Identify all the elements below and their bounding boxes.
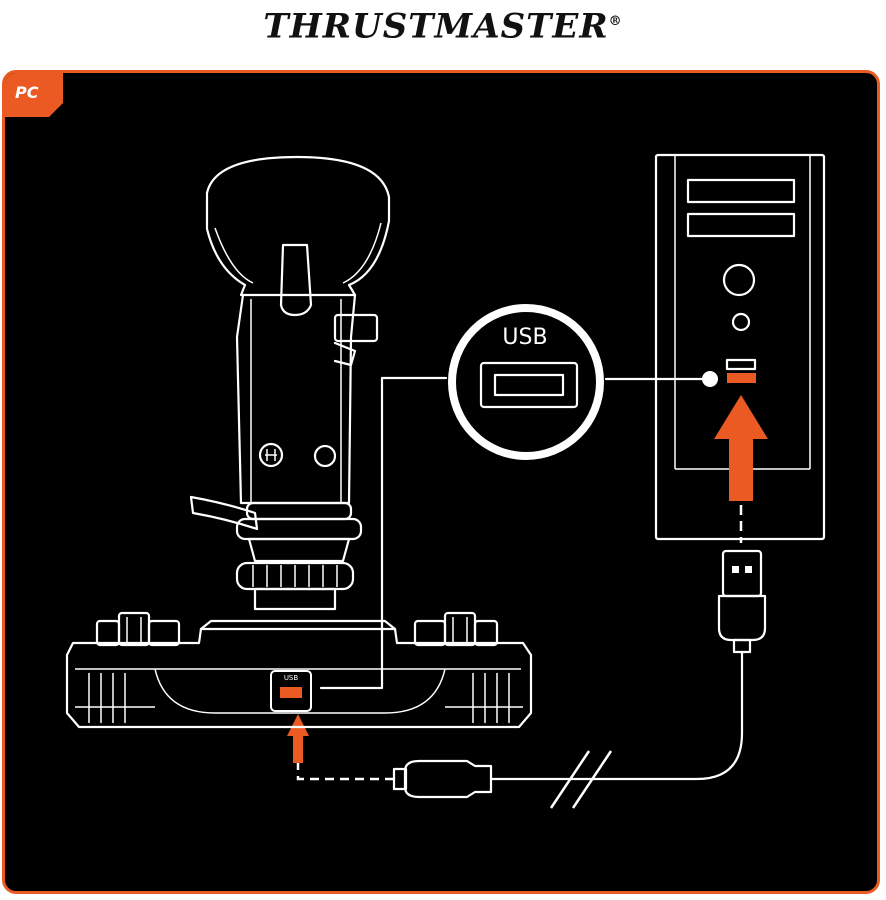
usb-callout-label: USB bbox=[502, 325, 548, 350]
device-usb-port-label: USB bbox=[283, 674, 299, 682]
pc-tab bbox=[5, 73, 63, 117]
joystick-icon bbox=[65, 155, 533, 729]
platform-label: PC bbox=[15, 83, 39, 102]
usb-callout bbox=[319, 304, 718, 690]
usb-connector-icon bbox=[296, 505, 767, 809]
registered-mark: ® bbox=[608, 14, 623, 29]
brand-logo: THRUSTMASTER® bbox=[0, 2, 886, 46]
diagram-panel: PC bbox=[2, 70, 880, 894]
arrow-up-icon bbox=[287, 714, 309, 763]
connection-diagram bbox=[65, 153, 826, 809]
arrow-up-icon bbox=[714, 395, 768, 501]
brand-name: THRUSTMASTER bbox=[263, 6, 609, 47]
